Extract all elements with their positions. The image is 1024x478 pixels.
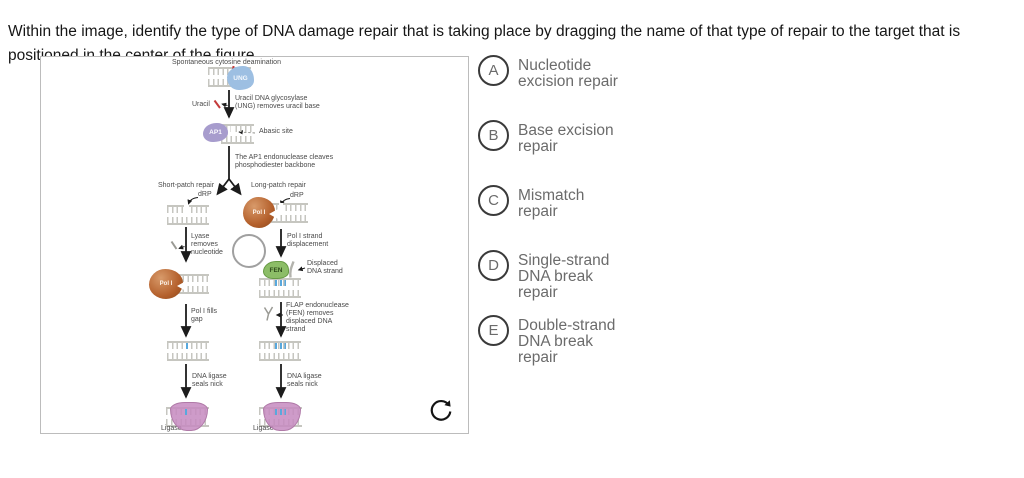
pol1-fills-label: Pol I fills gap [191, 308, 218, 323]
option-c-label: Mismatch repair [518, 187, 585, 220]
option-base-excision-repair[interactable]: B Base excision repair [478, 120, 628, 155]
lyase-step-label: Lyase removes nucleotide [191, 233, 223, 256]
ligase-step-left-label: DNA ligase seals nick [192, 373, 227, 388]
option-b-letter: B [488, 127, 499, 144]
ligase-right-label: Ligase [253, 425, 274, 432]
option-e-letter: E [488, 322, 499, 339]
endonuclease-step-label: The AP1 endonuclease cleaves phosphodies… [235, 154, 334, 169]
blue-nucleotides-right [275, 409, 286, 415]
pol1-left-blob: Pol I [149, 269, 186, 299]
dna-nicked-left [167, 205, 209, 225]
dna-pol1-left [173, 274, 209, 294]
long-patch-label: Long-patch repair [251, 182, 306, 189]
blue-nucleotide-left [185, 409, 188, 415]
drp-left-label: dRP [198, 191, 212, 198]
option-nucleotide-excision-repair[interactable]: A Nucleotide excision repair [478, 55, 628, 90]
fen-label: FEN [269, 266, 283, 274]
pol1-left-label: Pol I [159, 281, 173, 287]
dna-abasic [221, 124, 254, 144]
option-c-badge[interactable]: C [478, 185, 509, 216]
ap1-label: AP1 [209, 129, 222, 136]
figure-arrows [170, 90, 306, 399]
figure-title: Spontaneous cytosine deamination [172, 59, 281, 66]
option-single-strand-break-repair[interactable]: D Single-strand DNA break repair [478, 250, 628, 301]
glycosylase-step-label: Uracil DNA glycosylase (UNG) removes ura… [235, 95, 320, 110]
ligase-step-right-label: DNA ligase seals nick [287, 373, 322, 388]
figure-panel: Spontaneous cytosine deamination UNG Ura… [40, 56, 469, 434]
ap1-enzyme-blob: AP1 [203, 123, 228, 142]
uracil-label: Uracil [192, 101, 210, 108]
abasic-site-label: Abasic site [259, 128, 293, 135]
ligase-left-blob [170, 402, 208, 431]
option-a-letter: A [488, 62, 499, 79]
option-double-strand-break-repair[interactable]: E Double-strand DNA break repair [478, 315, 628, 366]
displaced-strand-label: Displaced DNA strand [307, 260, 343, 275]
ung-enzyme-blob: UNG [227, 66, 254, 90]
option-a-badge[interactable]: A [478, 55, 509, 86]
dna-pol1-right [271, 203, 308, 223]
pol1-strand-label: Pol I strand displacement [287, 233, 329, 248]
pol1-right-blob: Pol I [243, 197, 278, 228]
option-b-label: Base excision repair [518, 122, 614, 155]
option-d-letter: D [488, 257, 499, 274]
ung-label: UNG [233, 74, 248, 82]
fen-enzyme-blob: FEN [263, 261, 289, 279]
option-mismatch-repair[interactable]: C Mismatch repair [478, 185, 628, 220]
dna-filled-left [167, 341, 209, 361]
flap-step-label: FLAP endonuclease (FEN) removes displace… [286, 302, 349, 333]
option-d-label: Single-strand DNA break repair [518, 252, 610, 301]
refresh-icon [430, 400, 452, 421]
dna-filled-right [259, 341, 301, 361]
option-c-letter: C [488, 192, 499, 209]
pol1-right-label: Pol I [252, 209, 266, 216]
option-b-badge[interactable]: B [478, 120, 509, 151]
option-e-label: Double-strand DNA break repair [518, 317, 616, 366]
ligase-left-label: Ligase [161, 425, 182, 432]
dna-displaced [259, 278, 301, 298]
short-patch-label: Short-patch repair [158, 182, 215, 189]
ligase-right-blob [263, 402, 301, 431]
option-e-badge[interactable]: E [478, 315, 509, 346]
reset-button[interactable] [427, 397, 455, 425]
option-a-label: Nucleotide excision repair [518, 57, 618, 90]
drp-right-label: dRP [290, 192, 304, 199]
option-d-badge[interactable]: D [478, 250, 509, 281]
drop-target[interactable] [232, 234, 266, 268]
